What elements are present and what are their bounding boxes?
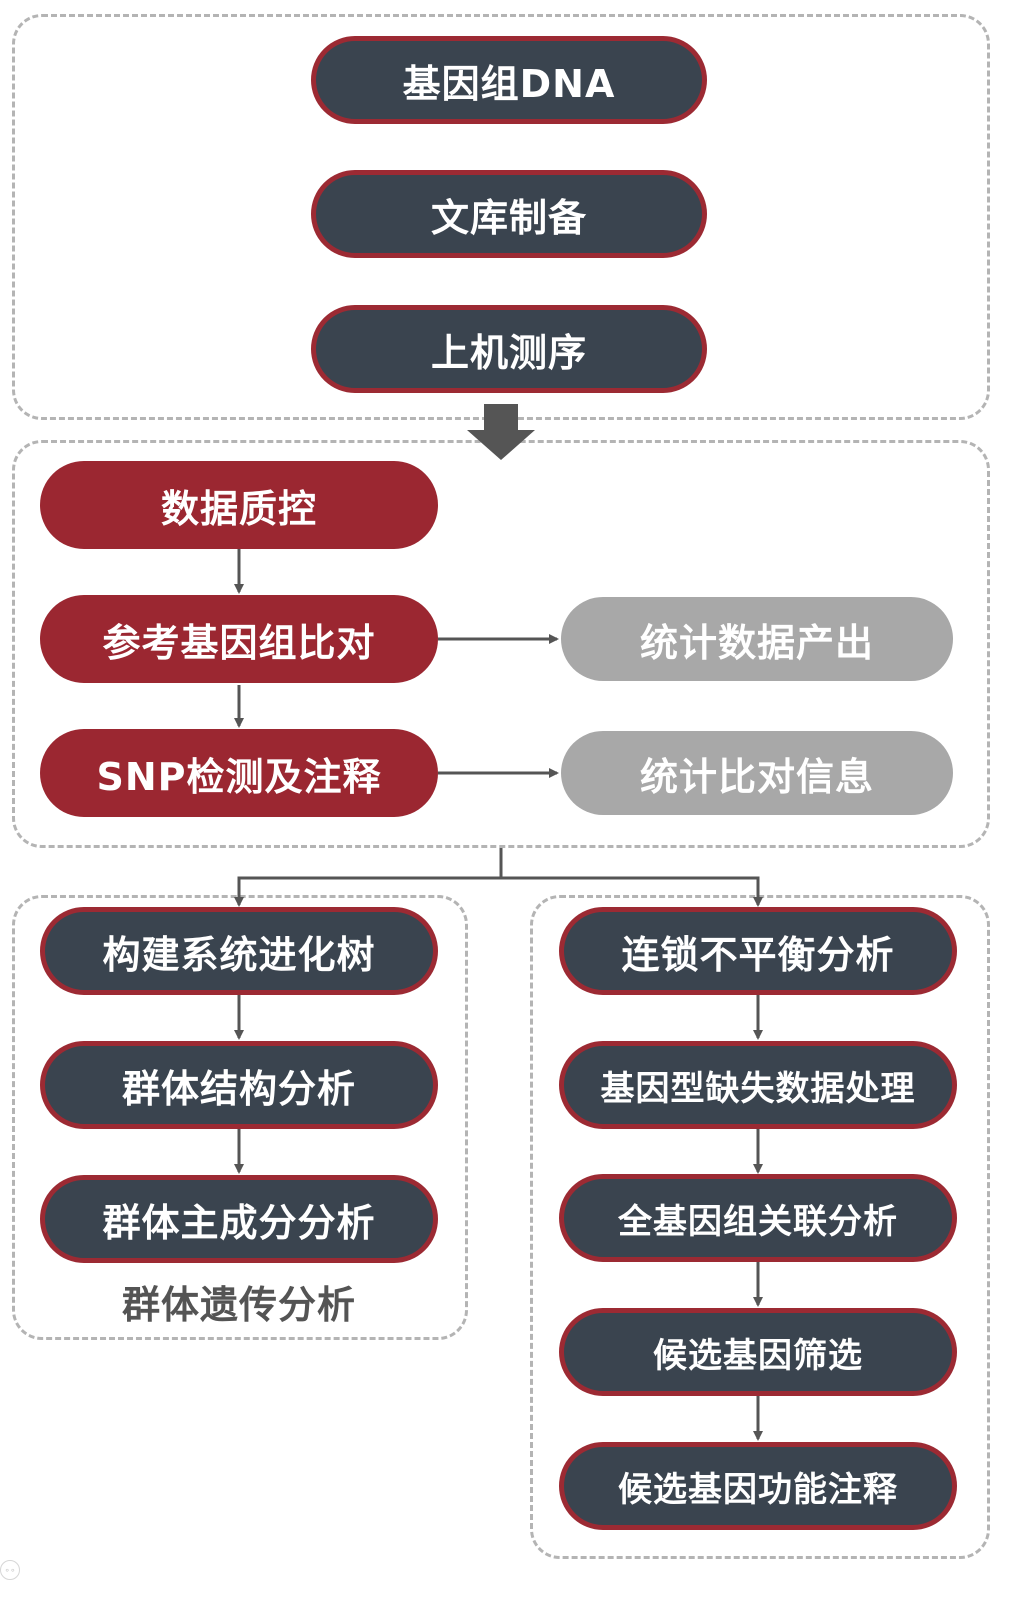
node-library-prep: 文库制备 bbox=[311, 170, 707, 258]
corner-dots-icon: ∘∘ bbox=[0, 1560, 20, 1580]
node-population-structure: 群体结构分析 bbox=[40, 1041, 438, 1129]
node-gwas: 全基因组关联分析 bbox=[559, 1174, 957, 1262]
node-candidate-screening: 候选基因筛选 bbox=[559, 1308, 957, 1396]
node-data-output-stats: 统计数据产出 bbox=[561, 597, 953, 681]
node-sequencing: 上机测序 bbox=[311, 305, 707, 393]
node-genomic-dna: 基因组DNA bbox=[311, 36, 707, 124]
node-linkage-disequilibrium: 连锁不平衡分析 bbox=[559, 907, 957, 995]
population-genetics-label: 群体遗传分析 bbox=[121, 1283, 356, 1327]
node-quality-control: 数据质控 bbox=[40, 461, 438, 549]
node-reference-alignment: 参考基因组比对 bbox=[40, 595, 438, 683]
node-phylogenetic-tree: 构建系统进化树 bbox=[40, 907, 438, 995]
node-missing-genotype: 基因型缺失数据处理 bbox=[559, 1041, 957, 1129]
association-group bbox=[530, 895, 990, 1559]
node-population-pca: 群体主成分分析 bbox=[40, 1175, 438, 1263]
node-alignment-stats: 统计比对信息 bbox=[561, 731, 953, 815]
node-candidate-annotation: 候选基因功能注释 bbox=[559, 1442, 957, 1530]
node-snp-calling: SNP检测及注释 bbox=[40, 729, 438, 817]
